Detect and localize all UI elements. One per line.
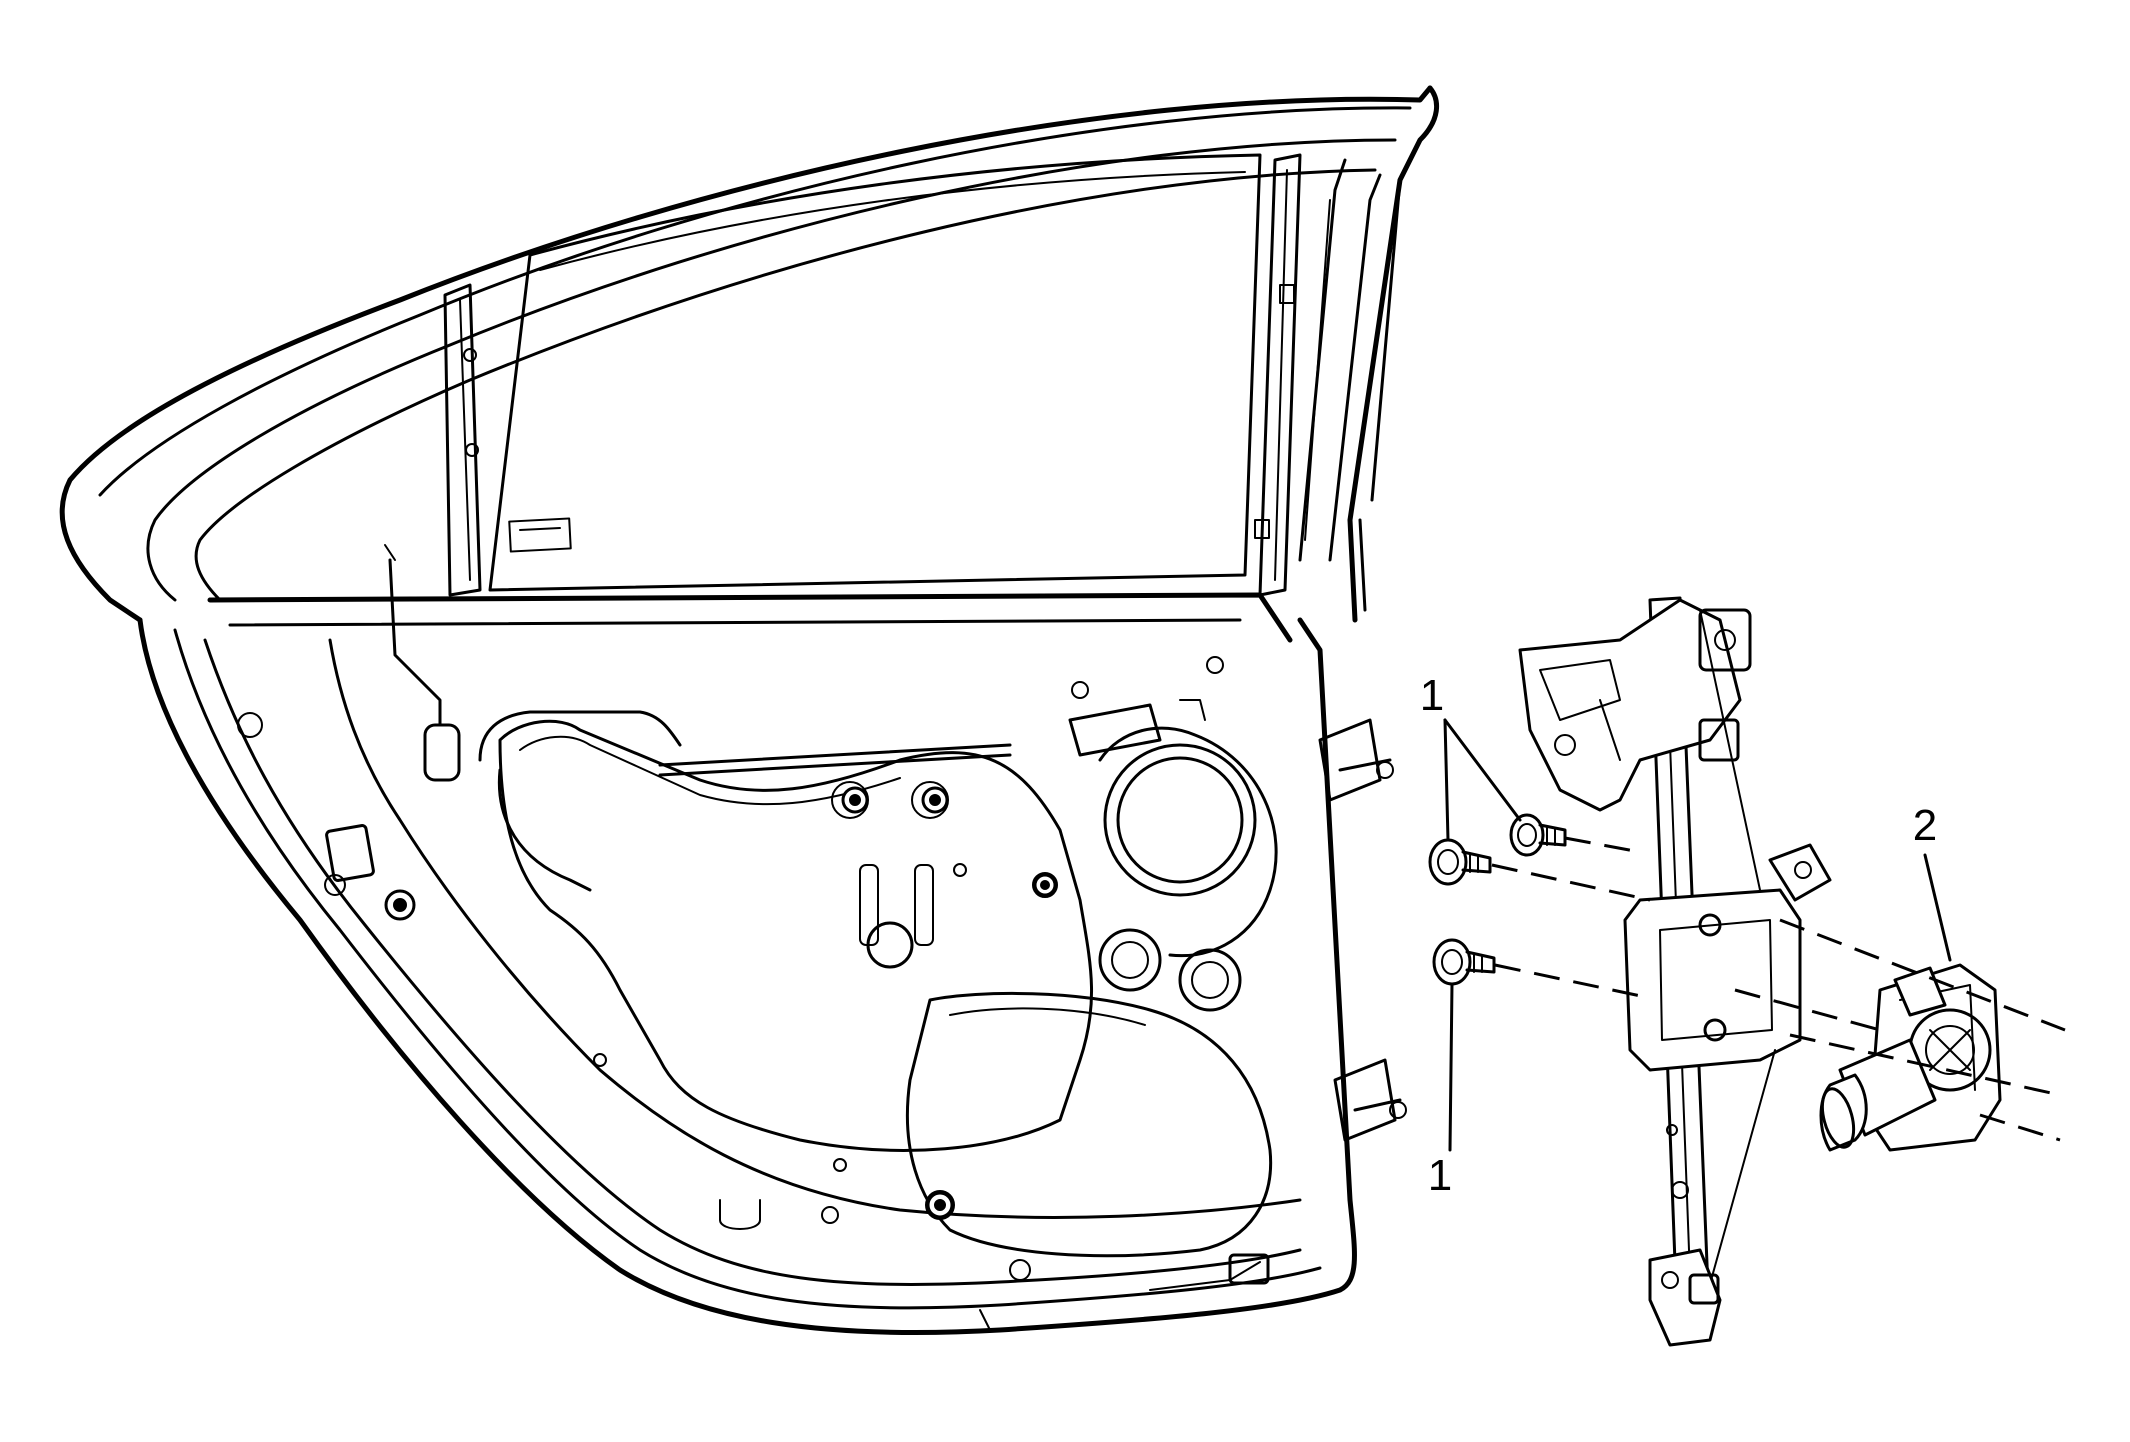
glass-run-channel-left [443,283,482,597]
glass-run-channel-right [1254,153,1302,597]
callout-2: 2 [1913,801,1952,962]
callout-1-upper: 1 [1420,671,1522,842]
fastener-upper-right [1509,813,1567,857]
window-regulator-motor [1819,963,2002,1152]
window-glass [488,153,1262,592]
callout-1-upper-label: 1 [1420,671,1444,720]
callout-2-label: 2 [1913,801,1937,850]
fastener-upper-left [1428,838,1492,886]
alignment-lines [1491,836,2066,1142]
window-regulator [1518,596,1832,1347]
door-inner-panel [137,544,1407,1335]
rear-door-frame [59,85,1440,623]
callout-1-lower-label: 1 [1428,1151,1452,1200]
callout-1-lower: 1 [1428,982,1454,1200]
fastener-lower [1432,938,1496,986]
